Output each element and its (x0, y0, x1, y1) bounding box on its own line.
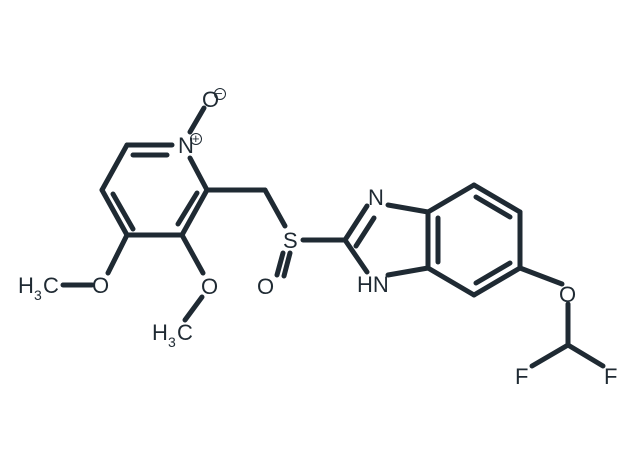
bond-c5-c4 (99, 187, 130, 238)
methyl4-c: C (43, 273, 59, 298)
bond-c5-c4-double (110, 191, 136, 232)
atom-ether-oxygen: O (559, 282, 576, 307)
bond-c2im-n1 (342, 237, 370, 275)
bond-s-o-double (281, 250, 293, 279)
bond-c2im-n3-double (353, 215, 377, 249)
bond-c2im-n3 (342, 203, 370, 243)
bond-c4-c5 (471, 182, 523, 215)
bond-c6-c7 (471, 265, 523, 298)
charge-ring-n (190, 133, 202, 145)
methyl3-h: H (152, 320, 168, 345)
atom-imidazole-nh: HN (357, 272, 389, 297)
bond-chf2-f2 (565, 342, 606, 369)
bond-c6-o (517, 265, 565, 287)
bond-c2-n1 (187, 155, 210, 193)
bond-c3-o (179, 232, 206, 276)
bonds (60, 105, 606, 369)
atom-sulfur: S (283, 228, 298, 253)
atom-n-oxide-charge: + (192, 131, 200, 146)
charge-ring-o (214, 88, 226, 100)
atom-fluorine-2: F (604, 364, 617, 389)
bond-c3-c2-double (175, 190, 200, 227)
bond-n-o-oxide (187, 105, 207, 135)
atom-imidazole-n: N (368, 185, 384, 210)
methyl3-subscript: 3 (168, 334, 176, 350)
atom-sulfinyl-oxygen: O (257, 274, 274, 299)
atom-n-oxide: N (178, 133, 194, 158)
methyl4-h: H (18, 273, 34, 298)
atom-labels: N + O − S O N HN O H 3 C O H 3 C O F F (18, 86, 617, 389)
bond-c4-c5-double (473, 194, 513, 220)
bond-c3-c2 (179, 187, 210, 238)
methyl4-subscript: 3 (34, 287, 42, 303)
bond-ch2-s (262, 187, 288, 229)
bond-n1-c7a (385, 265, 431, 278)
bond-s-o (274, 250, 286, 278)
bond-c6-c7-double (473, 260, 513, 286)
atom-fluorine-1: F (515, 364, 528, 389)
atom-methoxy4-oxygen: O (92, 273, 109, 298)
methyl3-c: C (177, 320, 193, 345)
bond-c7-c7a (425, 265, 477, 298)
bond-c4-o (105, 232, 130, 276)
atom-o-oxide-charge: − (215, 86, 223, 101)
bond-c6-c5 (99, 142, 130, 193)
bond-o-ch3-3 (182, 294, 205, 323)
bond-chf2-f1 (529, 342, 571, 369)
bond-n3-c3a (385, 202, 431, 215)
bond-c3a-c4 (425, 182, 477, 215)
atom-methoxy3-oxygen: O (201, 274, 218, 299)
